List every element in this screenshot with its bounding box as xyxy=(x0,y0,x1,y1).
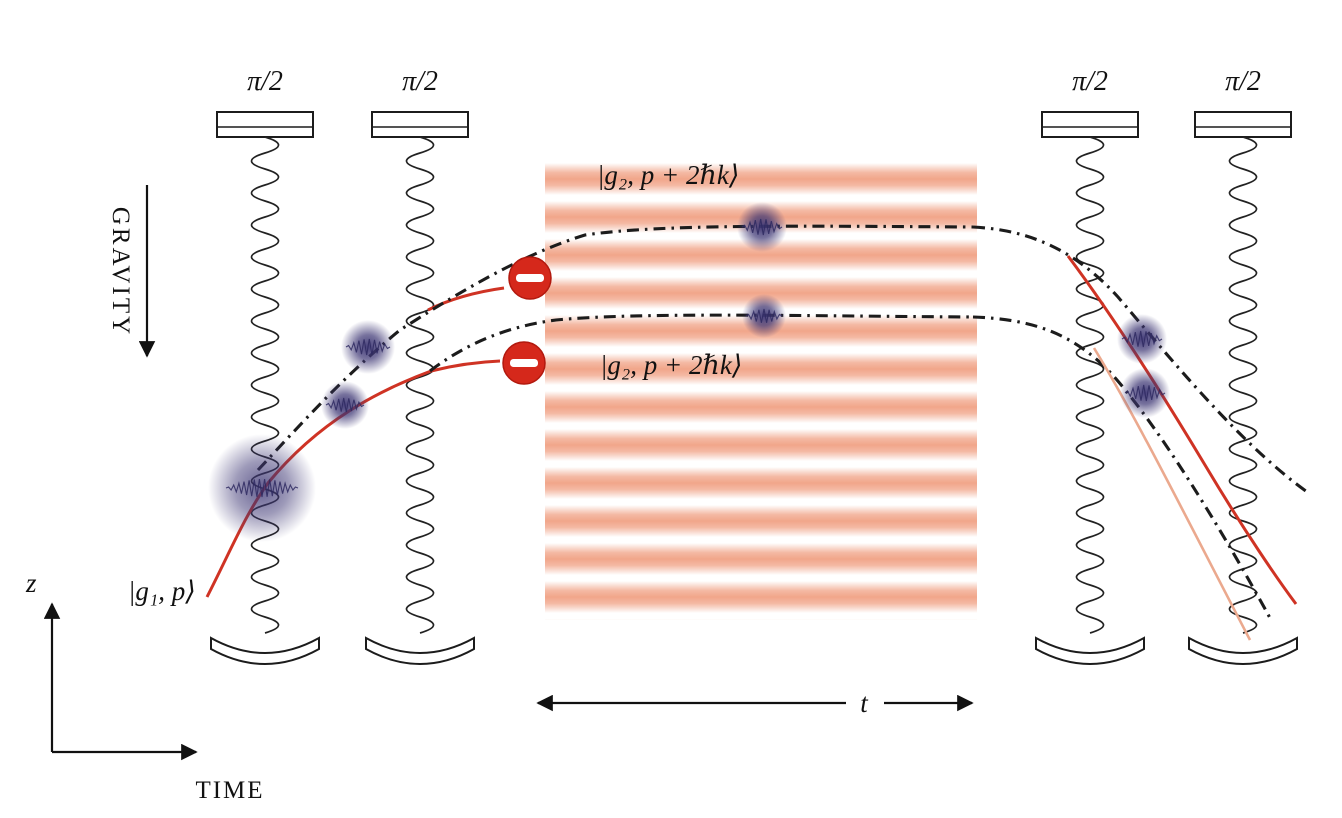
no-entry-icon-lower xyxy=(502,341,546,385)
retro-mirror-plate-2 xyxy=(371,111,469,138)
red-path-right xyxy=(1066,255,1298,605)
wavepacket-lower-left xyxy=(321,381,369,429)
lower-dashdot-left xyxy=(429,313,974,373)
wavepackets xyxy=(208,202,1170,542)
wavepacket-oscillation xyxy=(1124,384,1166,402)
initial-state-label: |g₁, p⟩ xyxy=(128,576,196,606)
upper-state-label: |g₂, p + 2ℏk⟩ xyxy=(597,160,739,190)
retro-mirror-plate-4 xyxy=(1194,111,1292,138)
wavepacket-upper-left xyxy=(341,320,395,374)
wavepacket-oscillation xyxy=(745,308,783,323)
pulse-label-2: π/2 xyxy=(402,66,438,97)
wavepacket-oscillation xyxy=(1121,330,1163,348)
wavepacket-glow xyxy=(208,434,316,542)
z-axis-label: z xyxy=(25,568,37,598)
retro-mirror-dish-1 xyxy=(210,636,320,665)
wavepacket-oscillation xyxy=(741,218,783,236)
no-entry-icon-upper xyxy=(508,256,552,300)
wavepacket-lattice-lower xyxy=(742,294,786,338)
no-entry-bar xyxy=(510,359,538,367)
retro-mirror-plate-3 xyxy=(1041,111,1139,138)
gravity-annotation: GRAVITY xyxy=(107,185,156,358)
lower-dashdot-right xyxy=(972,315,1272,619)
coordinate-axes: z TIME xyxy=(25,568,264,804)
laser-spring-3 xyxy=(1075,136,1105,634)
time-separation: t xyxy=(536,688,974,718)
time-axis-label: TIME xyxy=(195,777,264,804)
laser-spring-4 xyxy=(1228,136,1258,634)
pulse-label-1: π/2 xyxy=(247,66,283,97)
faded-path-right xyxy=(1092,347,1252,641)
no-entry-bar xyxy=(516,274,544,282)
gravity-label: GRAVITY xyxy=(107,207,134,337)
laser-spring-2 xyxy=(405,136,435,634)
wavepacket-initial xyxy=(208,434,316,542)
pulse-label-4: π/2 xyxy=(1225,66,1261,97)
pulse-label-3: π/2 xyxy=(1072,66,1108,97)
wavepacket-oscillation xyxy=(345,338,391,356)
lower-state-label: |g₂, p + 2ℏk⟩ xyxy=(600,350,742,380)
red-path-blocked-lower xyxy=(430,359,501,373)
laser-spring-1 xyxy=(250,136,280,634)
wavepacket-lattice-upper xyxy=(737,202,787,252)
retro-mirror-plate-1 xyxy=(216,111,314,138)
wavepacket-oscillation xyxy=(225,479,299,498)
retro-mirror-dish-3 xyxy=(1035,636,1145,665)
beamsplitter-pulse-3: π/2 xyxy=(1035,66,1145,665)
beamsplitter-pulse-2: π/2 xyxy=(365,66,475,665)
wavepacket-glow xyxy=(742,294,786,338)
wavepacket-oscillation xyxy=(325,397,365,413)
beamsplitter-pulse-4: π/2 xyxy=(1188,66,1298,665)
time-separation-label: t xyxy=(860,688,869,718)
upper-dashdot-right xyxy=(972,225,1311,496)
retro-mirror-dish-4 xyxy=(1188,636,1298,665)
wavepacket-upper-right xyxy=(1117,314,1167,364)
wavepacket-lower-right xyxy=(1120,368,1170,418)
beamsplitter-pulse-1: π/2 xyxy=(210,66,320,665)
retro-mirror-dish-2 xyxy=(365,636,475,665)
